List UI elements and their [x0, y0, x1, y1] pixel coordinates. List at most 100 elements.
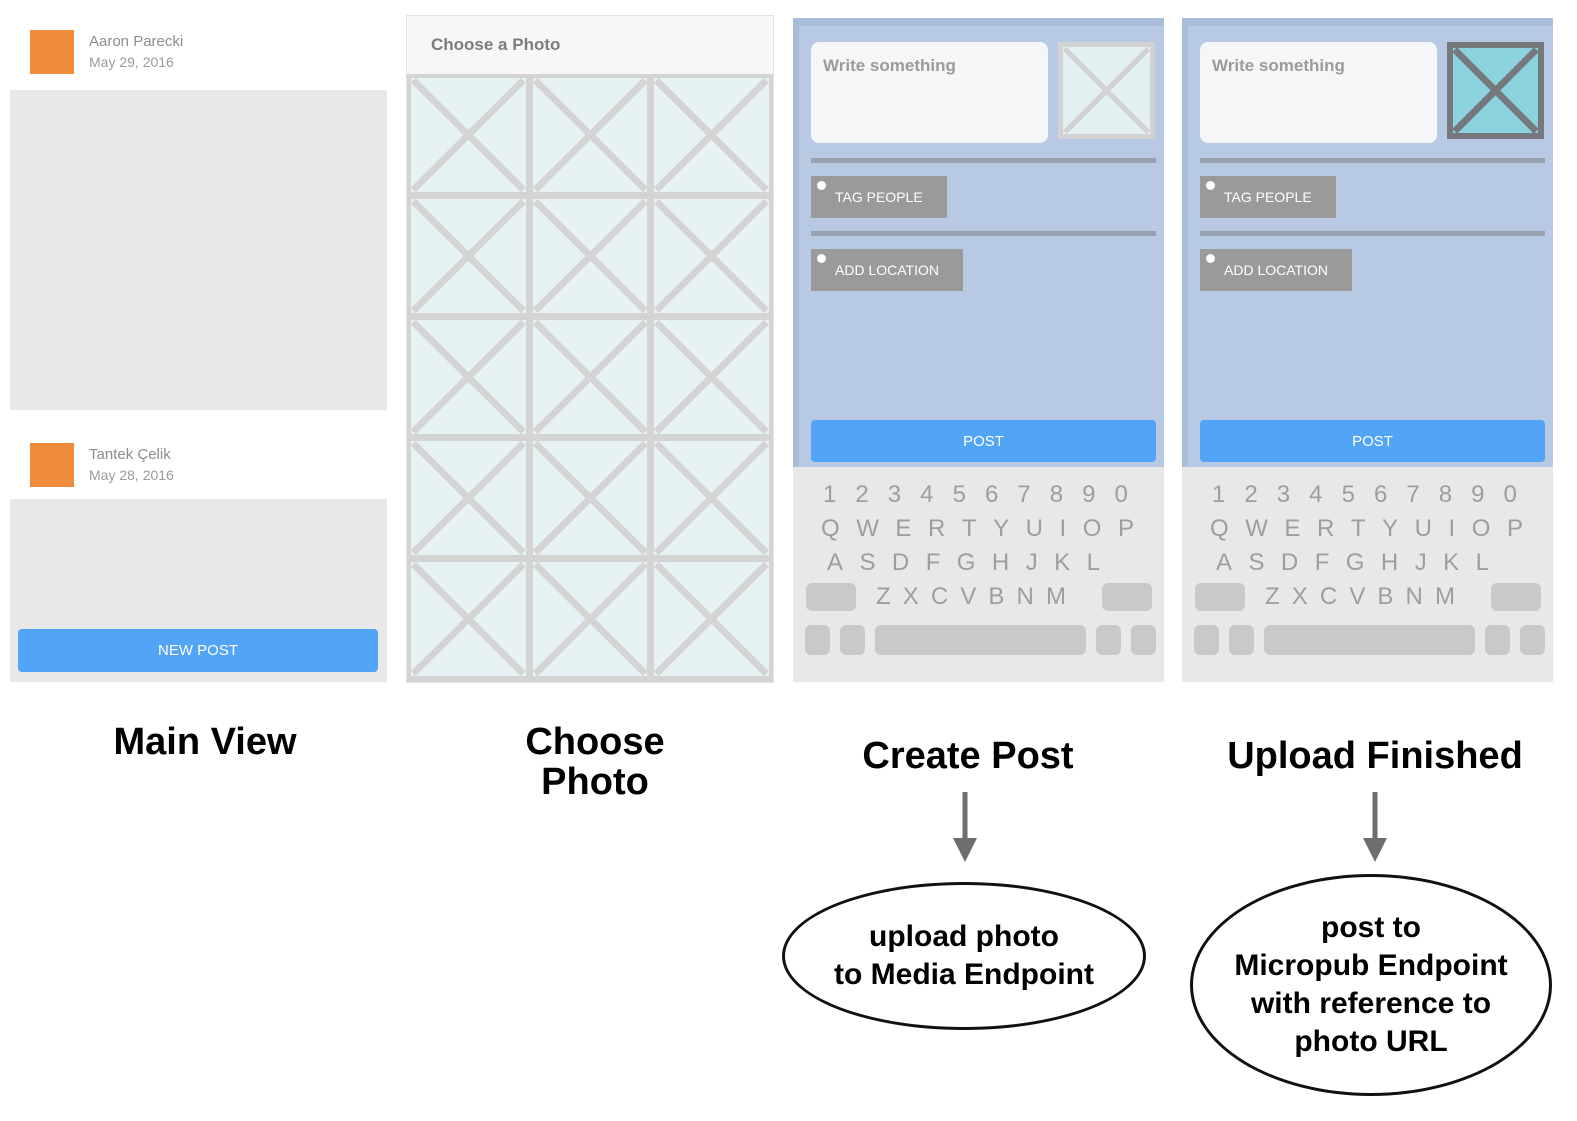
keyboard-key[interactable]: B: [1377, 583, 1394, 610]
keyboard-key[interactable]: W: [1245, 515, 1268, 542]
keyboard-key[interactable]: 7: [1406, 481, 1420, 508]
keyboard-key[interactable]: J: [1025, 549, 1038, 576]
keyboard-key[interactable]: O: [1471, 515, 1491, 542]
keyboard-key[interactable]: K: [1443, 549, 1460, 576]
compose-input[interactable]: [811, 42, 1048, 143]
keyboard-key[interactable]: 8: [1049, 481, 1064, 508]
photo-thumbnail[interactable]: [532, 562, 648, 676]
new-post-button[interactable]: NEW POST: [18, 629, 378, 672]
keyboard-key[interactable]: D: [891, 549, 910, 576]
keyboard-key[interactable]: C: [1319, 583, 1338, 610]
backspace-key[interactable]: [1491, 583, 1541, 611]
keyboard-key[interactable]: 6: [984, 481, 999, 508]
keyboard-key[interactable]: I: [1059, 515, 1067, 542]
keyboard-dictate-key[interactable]: [1096, 625, 1121, 655]
keyboard-emoji-key[interactable]: [840, 625, 865, 655]
photo-thumbnail[interactable]: [411, 199, 526, 313]
add-location-button[interactable]: ADD LOCATION: [1200, 249, 1352, 291]
keyboard-emoji-key[interactable]: [1229, 625, 1254, 655]
keyboard-key[interactable]: E: [1284, 515, 1301, 542]
keyboard-key[interactable]: 3: [1276, 481, 1291, 508]
keyboard-key[interactable]: 0: [1503, 481, 1517, 508]
photo-thumbnail[interactable]: [532, 320, 648, 434]
keyboard-key[interactable]: 4: [920, 481, 934, 508]
keyboard-return-key[interactable]: [1131, 625, 1156, 655]
keyboard-key[interactable]: Q: [1210, 515, 1229, 542]
add-location-button[interactable]: ADD LOCATION: [811, 249, 963, 291]
photo-thumbnail[interactable]: [411, 562, 526, 676]
spacebar-key[interactable]: [1264, 625, 1475, 655]
keyboard-key[interactable]: 9: [1471, 481, 1485, 508]
keyboard-key[interactable]: X: [902, 583, 919, 610]
keyboard-key[interactable]: Y: [1382, 515, 1399, 542]
keyboard-key[interactable]: 2: [1244, 481, 1258, 508]
shift-key[interactable]: [806, 583, 856, 611]
keyboard-key[interactable]: T: [961, 515, 977, 542]
keyboard-key[interactable]: O: [1082, 515, 1102, 542]
photo-thumbnail[interactable]: [654, 320, 769, 434]
keyboard-key[interactable]: M: [1434, 583, 1455, 610]
keyboard-key[interactable]: P: [1117, 515, 1134, 542]
photo-thumbnail[interactable]: [654, 78, 769, 192]
keyboard-key[interactable]: N: [1405, 583, 1423, 610]
compose-input[interactable]: [1200, 42, 1437, 143]
keyboard-key[interactable]: A: [827, 549, 844, 576]
keyboard-key[interactable]: K: [1054, 549, 1071, 576]
keyboard-key[interactable]: F: [1314, 549, 1330, 576]
spacebar-key[interactable]: [875, 625, 1086, 655]
keyboard-key[interactable]: L: [1086, 549, 1100, 576]
keyboard-mode-key[interactable]: [805, 625, 830, 655]
post-button[interactable]: POST: [811, 420, 1156, 462]
keyboard-key[interactable]: S: [859, 549, 876, 576]
keyboard-key[interactable]: 1: [1212, 481, 1226, 508]
keyboard-key[interactable]: 2: [855, 481, 869, 508]
keyboard-key[interactable]: X: [1291, 583, 1308, 610]
keyboard-key[interactable]: G: [956, 549, 976, 576]
keyboard-key[interactable]: M: [1045, 583, 1066, 610]
keyboard-mode-key[interactable]: [1194, 625, 1219, 655]
keyboard-key[interactable]: F: [925, 549, 941, 576]
keyboard-key[interactable]: 8: [1438, 481, 1453, 508]
keyboard-key[interactable]: U: [1414, 515, 1432, 542]
keyboard-key[interactable]: W: [856, 515, 879, 542]
photo-thumbnail[interactable]: [411, 78, 526, 192]
keyboard-key[interactable]: L: [1475, 549, 1489, 576]
photo-thumbnail[interactable]: [654, 441, 769, 555]
keyboard-key[interactable]: 6: [1373, 481, 1388, 508]
keyboard-dictate-key[interactable]: [1485, 625, 1510, 655]
keyboard-key[interactable]: 1: [823, 481, 837, 508]
keyboard-key[interactable]: U: [1025, 515, 1043, 542]
keyboard-key[interactable]: S: [1248, 549, 1265, 576]
keyboard-key[interactable]: C: [930, 583, 949, 610]
photo-thumbnail[interactable]: [532, 199, 648, 313]
keyboard-key[interactable]: P: [1506, 515, 1523, 542]
keyboard-key[interactable]: 4: [1309, 481, 1323, 508]
keyboard-key[interactable]: H: [1380, 549, 1399, 576]
keyboard-key[interactable]: 7: [1017, 481, 1031, 508]
keyboard-key[interactable]: 3: [887, 481, 902, 508]
keyboard-key[interactable]: 9: [1082, 481, 1096, 508]
keyboard-key[interactable]: Q: [821, 515, 840, 542]
keyboard-key[interactable]: V: [960, 583, 977, 610]
keyboard-key[interactable]: D: [1280, 549, 1299, 576]
keyboard-key[interactable]: 0: [1114, 481, 1128, 508]
keyboard-key[interactable]: G: [1345, 549, 1365, 576]
post-button[interactable]: POST: [1200, 420, 1545, 462]
photo-thumbnail[interactable]: [411, 320, 526, 434]
keyboard-key[interactable]: Y: [993, 515, 1010, 542]
keyboard-key[interactable]: E: [895, 515, 912, 542]
photo-thumbnail[interactable]: [532, 441, 648, 555]
keyboard-key[interactable]: T: [1350, 515, 1366, 542]
keyboard-key[interactable]: A: [1216, 549, 1233, 576]
tag-people-button[interactable]: TAG PEOPLE: [1200, 176, 1336, 218]
keyboard-return-key[interactable]: [1520, 625, 1545, 655]
shift-key[interactable]: [1195, 583, 1245, 611]
keyboard-key[interactable]: J: [1414, 549, 1427, 576]
tag-people-button[interactable]: TAG PEOPLE: [811, 176, 947, 218]
keyboard-key[interactable]: V: [1349, 583, 1366, 610]
backspace-key[interactable]: [1102, 583, 1152, 611]
keyboard-key[interactable]: R: [1316, 515, 1335, 542]
keyboard-key[interactable]: 5: [1341, 481, 1355, 508]
keyboard-key[interactable]: I: [1448, 515, 1456, 542]
keyboard-key[interactable]: R: [927, 515, 946, 542]
